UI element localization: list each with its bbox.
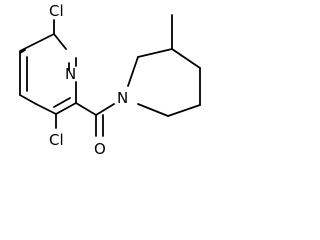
piperidine-ring [127, 48, 201, 117]
atom-label-o: O [94, 140, 106, 158]
bond [137, 103, 169, 117]
bond [35, 103, 57, 115]
pyridine-ring [19, 33, 77, 115]
bond [53, 97, 71, 108]
atom-label-cl-top: Cl [49, 2, 64, 20]
carbonyl-group [75, 102, 115, 137]
bond [167, 104, 201, 117]
molecule-diagram: Cl N Cl O N [0, 0, 214, 177]
bond [75, 102, 97, 116]
bond [171, 48, 201, 69]
bond [137, 48, 173, 58]
bond [19, 94, 37, 105]
bond [55, 102, 77, 115]
structure-drawing: Cl N Cl O N [19, 2, 201, 158]
atom-label-n-pyridine: N [65, 65, 76, 83]
bond [127, 56, 139, 87]
atom-label-cl-bottom: Cl [49, 131, 64, 149]
bond [53, 33, 67, 50]
bond [19, 33, 55, 52]
bond [95, 103, 115, 116]
atom-label-n-piperidine: N [117, 89, 128, 107]
